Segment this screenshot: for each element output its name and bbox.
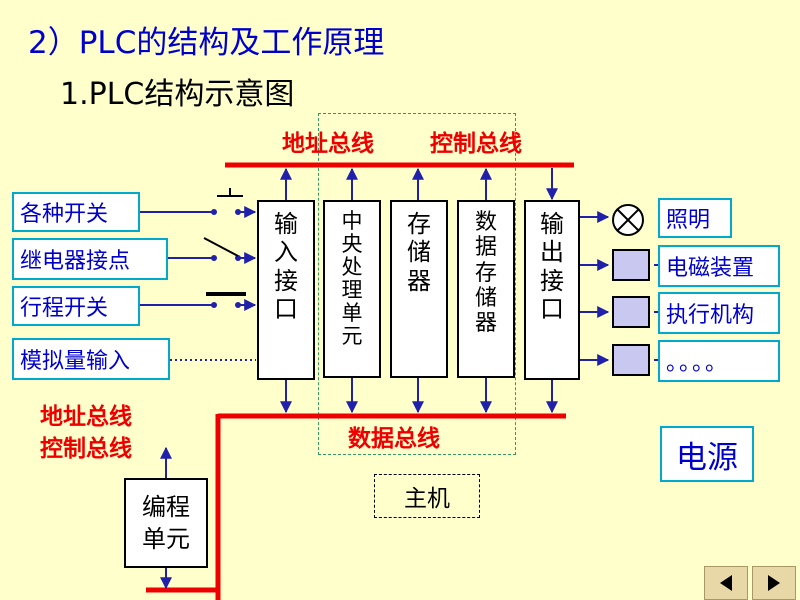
diagram-subtitle: 1.PLC结构示意图 [60,77,295,112]
cpu-block: 中央处 理单元 [323,200,381,378]
programming-unit: 编程单元 [124,478,208,568]
power-supply: 电源 [660,426,754,482]
host-region [318,113,516,455]
address-bus-label-left: 地址总线 [40,404,132,430]
triangle-right-icon [768,575,780,591]
solenoid-symbol [612,249,650,281]
output-lighting: 照明 [658,198,732,238]
output-actuator: 执行机构 [658,292,780,334]
input-switches: 各种开关 [12,192,140,232]
actuator-symbol [612,296,650,328]
control-bus-label-top: 控制总线 [430,131,522,157]
page-title: 2）PLC的结构及工作原理 [28,25,385,61]
triangle-left-icon [720,575,732,591]
input-travel-switch: 行程开关 [12,286,140,326]
next-slide-button[interactable] [752,566,796,600]
memory-block: 存储器 [390,200,448,378]
host-label: 主机 [374,474,480,518]
input-analog: 模拟量输入 [12,338,170,380]
input-interface-block: 输入 接口 [257,200,315,380]
data-bus-label: 数据总线 [348,426,440,452]
other-output-symbol [612,344,650,376]
data-memory-block: 数据存 储器 [457,200,515,378]
input-relay-contacts: 继电器接点 [12,238,168,280]
output-interface-block: 输出 接口 [524,200,580,380]
prev-slide-button[interactable] [704,566,748,600]
control-bus-label-left: 控制总线 [40,436,132,462]
output-solenoid: 电磁装置 [658,245,780,287]
address-bus-label-top: 地址总线 [282,131,374,157]
output-more: 。。。。 [658,340,780,382]
